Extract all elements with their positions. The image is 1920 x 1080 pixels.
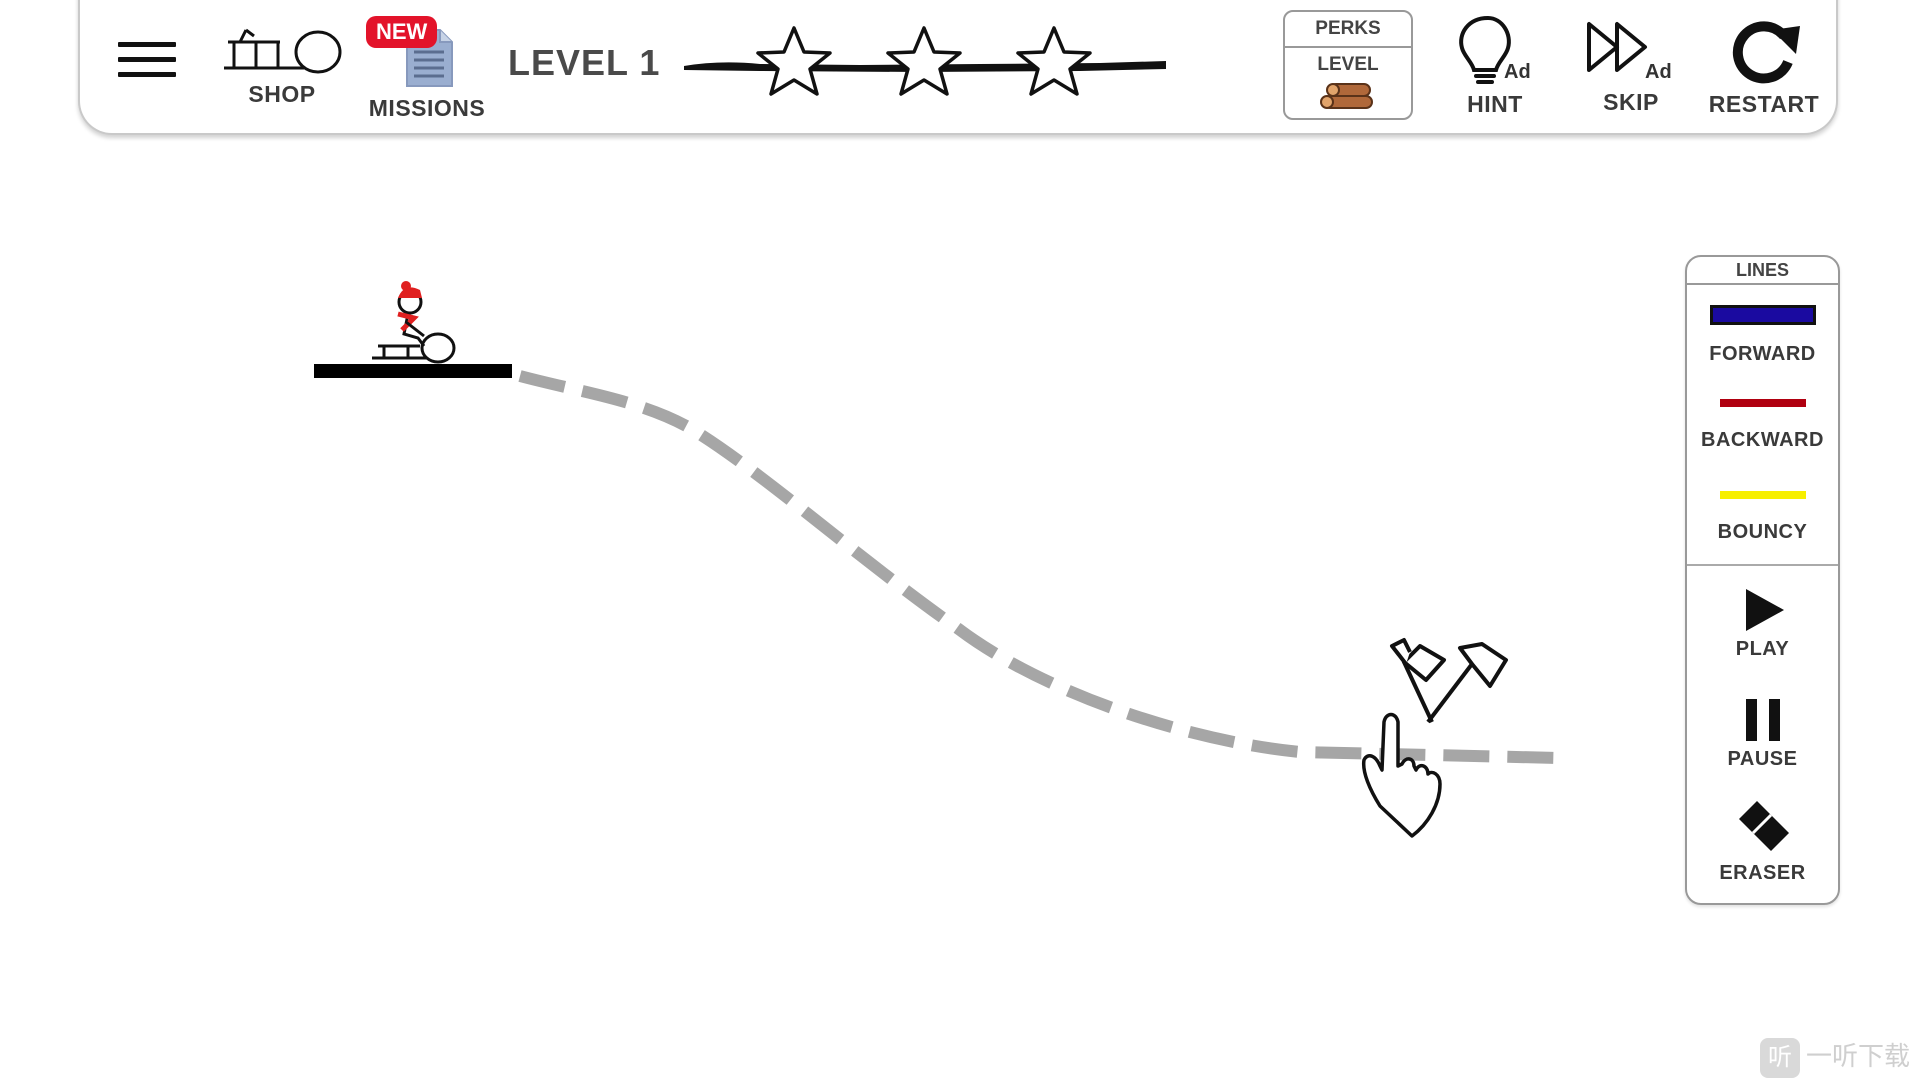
eraser-button[interactable]: ERASER <box>1687 797 1838 885</box>
missions-button[interactable]: NEW MISSIONS <box>362 14 492 122</box>
eraser-label: ERASER <box>1719 862 1806 884</box>
hamburger-icon <box>118 42 176 47</box>
level-title: LEVEL 1 <box>508 42 661 83</box>
pause-icon <box>1745 699 1780 741</box>
svg-text:Ad: Ad <box>1504 61 1531 83</box>
svg-text:Ad: Ad <box>1645 61 1672 83</box>
play-label: PLAY <box>1735 638 1790 660</box>
star-icon <box>1016 26 1092 96</box>
watermark-text: 一听下载 <box>1806 1041 1911 1071</box>
fast-forward-icon: Ad <box>1587 22 1672 83</box>
sled-icon <box>224 28 342 74</box>
eraser-icon <box>1738 801 1789 851</box>
star-icon <box>886 26 962 96</box>
hint-track <box>518 370 1561 764</box>
pause-label: PAUSE <box>1727 748 1798 770</box>
restart-label: RESTART <box>1708 91 1820 117</box>
hint-label: HINT <box>1467 91 1523 117</box>
tool-backward[interactable]: BACKWARD <box>1687 399 1838 452</box>
rider-character <box>372 281 456 364</box>
tool-bouncy[interactable]: BOUNCY <box>1687 491 1838 544</box>
shop-label: SHOP <box>248 81 316 107</box>
lines-panel: LINES FORWARD BACKWARD BOUNCY PLAY PAUSE… <box>1685 255 1840 905</box>
finish-flags-icon <box>1390 638 1508 724</box>
pause-button[interactable]: PAUSE <box>1687 697 1838 771</box>
play-button[interactable]: PLAY <box>1687 587 1838 661</box>
lightbulb-icon: Ad <box>1459 15 1531 84</box>
new-badge: NEW <box>366 16 438 48</box>
forward-label: FORWARD <box>1709 343 1816 365</box>
pointer-hand-icon <box>1361 712 1442 838</box>
bouncy-line-swatch <box>1719 491 1806 499</box>
star-icon <box>756 26 832 96</box>
tool-forward[interactable]: FORWARD <box>1687 305 1838 366</box>
lines-panel-title: LINES <box>1687 257 1838 285</box>
shop-button[interactable]: SHOP <box>220 22 344 108</box>
skip-label: SKIP <box>1603 89 1659 115</box>
start-platform <box>314 364 512 378</box>
skip-button[interactable]: Ad SKIP <box>1583 18 1679 116</box>
missions-label: MISSIONS <box>368 95 486 121</box>
play-icon <box>1745 589 1784 631</box>
menu-button[interactable] <box>118 42 176 80</box>
restart-button[interactable]: RESTART <box>1708 16 1820 118</box>
star-progress-bar <box>684 26 1166 96</box>
backward-label: BACKWARD <box>1701 429 1824 451</box>
watermark: 听一听下载 <box>1760 1036 1911 1079</box>
logs-icon <box>1320 83 1373 109</box>
watermark-logo-icon: 听 <box>1760 1038 1800 1079</box>
backward-line-swatch <box>1719 399 1806 407</box>
hint-button[interactable]: Ad HINT <box>1450 14 1540 118</box>
bouncy-label: BOUNCY <box>1717 521 1808 543</box>
perks-subtitle: LEVEL <box>1317 54 1379 75</box>
panel-divider <box>1687 564 1838 566</box>
perks-title: PERKS <box>1285 12 1411 48</box>
restart-icon <box>1732 21 1800 84</box>
perks-button[interactable]: PERKS LEVEL <box>1283 10 1413 120</box>
forward-line-swatch <box>1709 305 1816 325</box>
